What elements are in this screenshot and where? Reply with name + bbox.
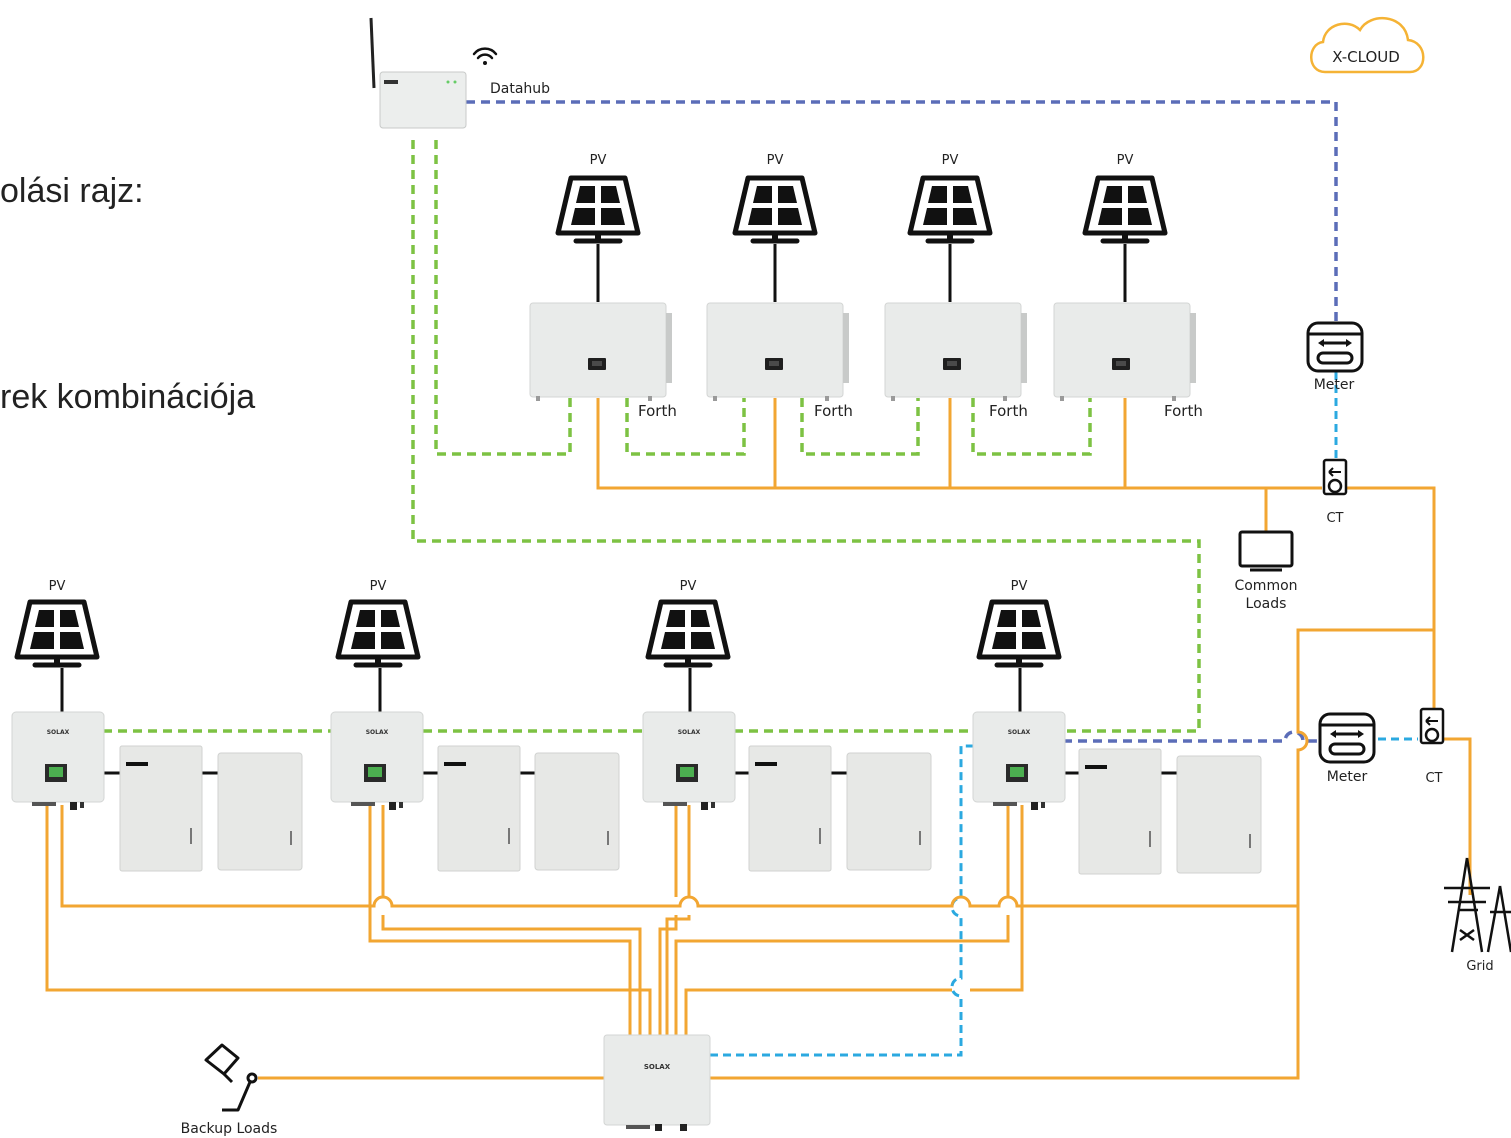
battery-module (437, 745, 521, 872)
solar-panel-icon (910, 178, 990, 241)
monitor-icon (1238, 530, 1294, 572)
wifi-icon (472, 47, 498, 65)
pv-label: PV (49, 579, 66, 594)
battery-module (534, 752, 620, 871)
meter-label: Meter (1314, 377, 1355, 393)
eps-parallel-box: SOLAX (603, 1034, 711, 1131)
solar-panel-icon (17, 602, 97, 665)
hybrid-inverter (642, 711, 736, 811)
xcloud-label: X-CLOUD (1332, 48, 1400, 66)
pv-label: PV (1011, 579, 1028, 594)
solar-panel-icon (558, 178, 638, 241)
string-inverter (529, 302, 673, 402)
backup-loads-label: Backup Loads (181, 1121, 278, 1137)
hybrid-inverter (972, 711, 1066, 811)
pv-label: PV (1117, 153, 1134, 168)
dc-lines (60, 244, 1177, 775)
eps-box-brand: SOLAX (644, 1063, 671, 1071)
meter-label: Meter (1327, 769, 1368, 785)
ac-lines (45, 398, 1472, 1080)
battery-module (748, 745, 832, 872)
string-inverter (706, 302, 850, 402)
string-inverter (1053, 302, 1197, 402)
battery-module (1078, 748, 1162, 875)
solar-panel-icon (735, 178, 815, 241)
xcloud-icon: X-CLOUD (1310, 17, 1425, 74)
pv-label: PV (942, 153, 959, 168)
solar-panel-icon (979, 602, 1059, 665)
pv-label: PV (590, 153, 607, 168)
common-loads-label-2: Loads (1246, 596, 1287, 612)
pv-label: PV (680, 579, 697, 594)
green-comm-lines (103, 140, 1201, 733)
solar-panel-icon (648, 602, 728, 665)
pv-label: PV (370, 579, 387, 594)
forth-label: Forth (638, 402, 677, 420)
datahub-label: Datahub (490, 81, 550, 97)
meter-icon (1306, 321, 1364, 373)
battery-module (119, 745, 203, 872)
battery-module (1176, 755, 1262, 874)
grid-tower-icon (1444, 857, 1511, 953)
hybrid-inverter (330, 711, 424, 811)
hybrid-inverter (11, 711, 105, 811)
forth-label: Forth (814, 402, 853, 420)
ct-icon (1322, 458, 1348, 496)
lamp-icon (204, 1043, 258, 1112)
meter-icon (1318, 712, 1376, 764)
solar-panel-icon (338, 602, 418, 665)
side-text-line2: rek kombinációja (0, 378, 256, 416)
common-loads-label-1: Common (1234, 578, 1297, 594)
solar-panel-icon (1085, 178, 1165, 241)
forth-label: Forth (989, 402, 1028, 420)
ct-label: CT (1326, 511, 1343, 526)
forth-label: Forth (1164, 402, 1203, 420)
grid-label: Grid (1466, 959, 1493, 974)
battery-module (846, 752, 932, 871)
side-text-line1: olási rajz: (0, 172, 144, 210)
battery-module (217, 752, 303, 871)
ct-icon (1419, 707, 1445, 745)
ct-label: CT (1425, 771, 1442, 786)
datahub-device (369, 17, 467, 129)
string-inverter (884, 302, 1028, 402)
pv-label: PV (767, 153, 784, 168)
blue-comm-lines (466, 100, 1338, 743)
